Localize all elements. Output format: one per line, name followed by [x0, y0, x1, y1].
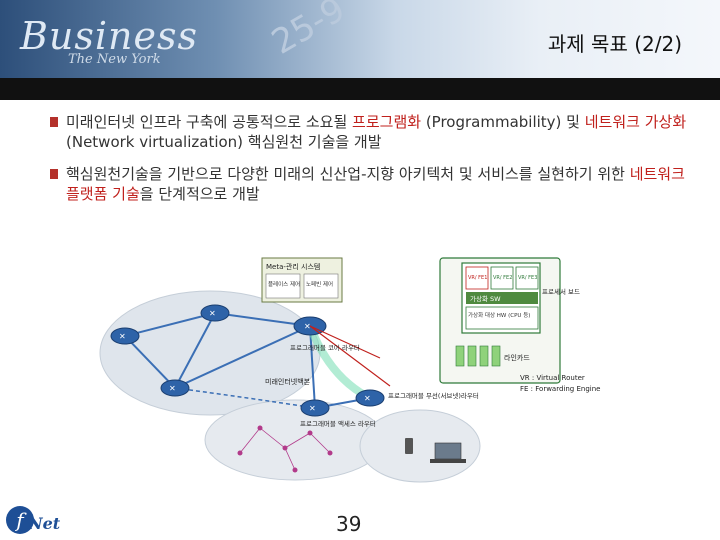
- dashed-link: [174, 387, 316, 409]
- backbone-links: [124, 312, 371, 409]
- subnet-links: [239, 427, 331, 471]
- virt-sw-label: 가상화 SW: [470, 294, 501, 303]
- access-router-icon: ✕: [300, 399, 330, 417]
- vr-box: [465, 266, 489, 290]
- line-card-label: 라인카드: [504, 353, 530, 362]
- bullet-item: 핵심원천기술을 기반으로 다양한 미래의 신산업-지향 아키텍처 및 서비스를 …: [40, 164, 700, 204]
- callout-line: [309, 325, 391, 387]
- bullet-item: 미래인터넷 인프라 구축에 공통적으로 소요될 프로그램화 (Programma…: [40, 112, 700, 152]
- svg-text:✕: ✕: [169, 384, 176, 393]
- bullet-list: 미래인터넷 인프라 구축에 공통적으로 소요될 프로그램화 (Programma…: [40, 112, 700, 216]
- laptop-icon: [434, 442, 462, 460]
- phone-icon: [405, 438, 413, 454]
- vr-label: VR/ FE1: [468, 275, 487, 281]
- title-underbar: [0, 78, 720, 100]
- banner-digits: 25-9: [265, 0, 353, 63]
- header-banner: Business The New York 25-9 과제 목표 (2/2): [0, 0, 720, 78]
- virt-sw-bar: [466, 292, 538, 304]
- wireless-router-label: 프로그래머블 무선(서브넷)라우터: [388, 391, 479, 400]
- wireless-cloud: [359, 409, 481, 483]
- legend-vr: VR : Virtual Router: [520, 374, 585, 382]
- bullet-text-segment: (Programmability) 및: [421, 113, 585, 131]
- bullet-highlight: 네트워크 플랫폼 기술: [66, 165, 685, 203]
- meta-box-title: Meta-관리 시스템: [266, 262, 320, 271]
- router-icon: ✕: [110, 327, 140, 345]
- page-number: 39: [336, 512, 362, 536]
- banner-brand-subtext: The New York: [68, 52, 161, 67]
- svg-text:✕: ✕: [209, 309, 216, 318]
- bullet-marker-icon: [50, 169, 58, 179]
- access-router-label: 프로그래머블 액세스 라우터: [300, 419, 376, 428]
- router-icon: ✕: [200, 304, 230, 322]
- bullet-text-segment: (Network virtualization) 핵심원천 기술을 개발: [66, 133, 382, 151]
- bullet-marker-icon: [50, 117, 58, 127]
- virt-hw-box: [465, 306, 539, 330]
- svg-text:✕: ✕: [119, 332, 126, 341]
- logo-mark-icon: f: [6, 506, 34, 534]
- logo-text: Net: [28, 514, 61, 533]
- bullet-text: 미래인터넷 인프라 구축에 공통적으로 소요될 프로그램화 (Programma…: [66, 113, 686, 151]
- virt-hw-label: 가상화 대상 HW (CPU 등): [468, 311, 530, 319]
- vr-label: VR/ FE3: [518, 275, 537, 281]
- bullet-text-segment: 핵심원천기술을 기반으로 다양한 미래의 신산업-지향 아키텍처 및 서비스를 …: [66, 165, 630, 183]
- vr-box: [515, 266, 539, 290]
- svg-text:✕: ✕: [309, 404, 316, 413]
- bullet-highlight: 프로그램화: [352, 113, 422, 131]
- svg-text:✕: ✕: [304, 322, 311, 331]
- bullet-text-segment: 미래인터넷 인프라 구축에 공통적으로 소요될: [66, 113, 353, 131]
- router-icon: ✕: [160, 379, 190, 397]
- subnet-nodes: [237, 425, 333, 473]
- core-router-label: 프로그래머블 코어 라우터: [290, 343, 360, 352]
- wireless-router-icon: ✕: [355, 389, 385, 407]
- network-diagram: Meta-관리 시스템 플레이스 제어 노페빈 제어 ✕ ✕ ✕ ✕ ✕ ✕: [99, 257, 600, 483]
- line-card-slots: [455, 345, 501, 367]
- slide-title: 과제 목표 (2/2): [547, 32, 682, 56]
- meta-right-label: 노페빈 제어: [306, 280, 333, 288]
- backbone-label: 미래인터넷백본: [265, 377, 311, 386]
- svg-text:✕: ✕: [364, 394, 371, 403]
- vr-box: [490, 266, 514, 290]
- meta-left-label: 플레이스 제어: [268, 280, 300, 288]
- bullet-text-segment: 을 단계적으로 개발: [139, 185, 260, 203]
- bullet-text: 핵심원천기술을 기반으로 다양한 미래의 신산업-지향 아키텍처 및 서비스를 …: [66, 165, 685, 203]
- fnet-logo: f Net: [6, 506, 96, 536]
- bullet-highlight: 네트워크 가상화: [584, 113, 687, 131]
- processor-board-label: 프로세서 보드: [542, 287, 580, 296]
- banner-brand-text: Business: [20, 14, 199, 58]
- legend-fe: FE : Forwarding Engine: [520, 385, 600, 393]
- vr-label: VR/ FE2: [493, 275, 512, 281]
